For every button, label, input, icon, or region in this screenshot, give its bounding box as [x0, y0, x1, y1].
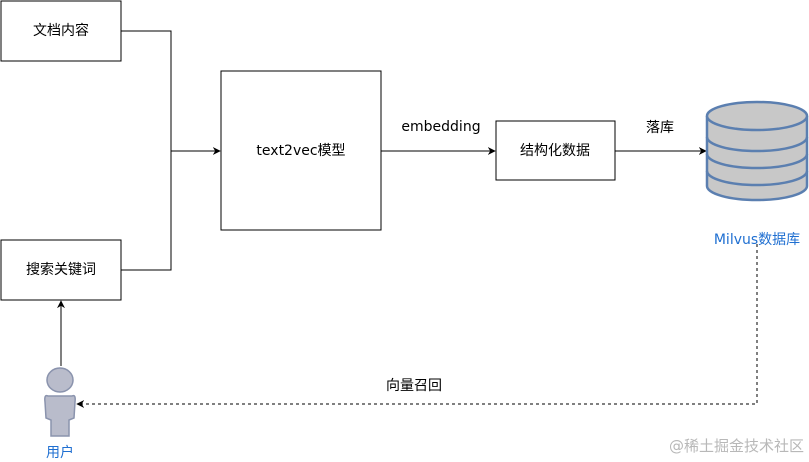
edge-db-to-user-recall — [76, 244, 758, 408]
watermark-text: @稀土掘金技术社区 — [669, 437, 804, 455]
connectors — [57, 30, 758, 408]
node-search-keywords-label: 搜索关键词 — [26, 261, 96, 278]
edge-doc-to-merge — [121, 30, 172, 151]
user-icon — [44, 367, 76, 437]
edge-label-store: 落库 — [646, 120, 674, 136]
node-search-keywords: 搜索关键词 — [0, 239, 122, 301]
node-model: text2vec模型 — [220, 70, 382, 231]
node-model-label: text2vec模型 — [256, 143, 345, 159]
node-structured-data-label: 结构化数据 — [520, 143, 590, 159]
edge-label-recall: 向量召回 — [386, 378, 442, 394]
node-structured-data: 结构化数据 — [495, 120, 616, 181]
node-doc-content: 文档内容 — [0, 0, 122, 62]
edge-label-embedding: embedding — [401, 119, 480, 135]
database-label: Milvus数据库 — [714, 232, 800, 248]
edge-keywords-to-merge — [121, 151, 172, 271]
database-icon — [705, 100, 809, 202]
user-label: 用户 — [46, 444, 74, 461]
node-doc-content-label: 文档内容 — [33, 22, 89, 39]
